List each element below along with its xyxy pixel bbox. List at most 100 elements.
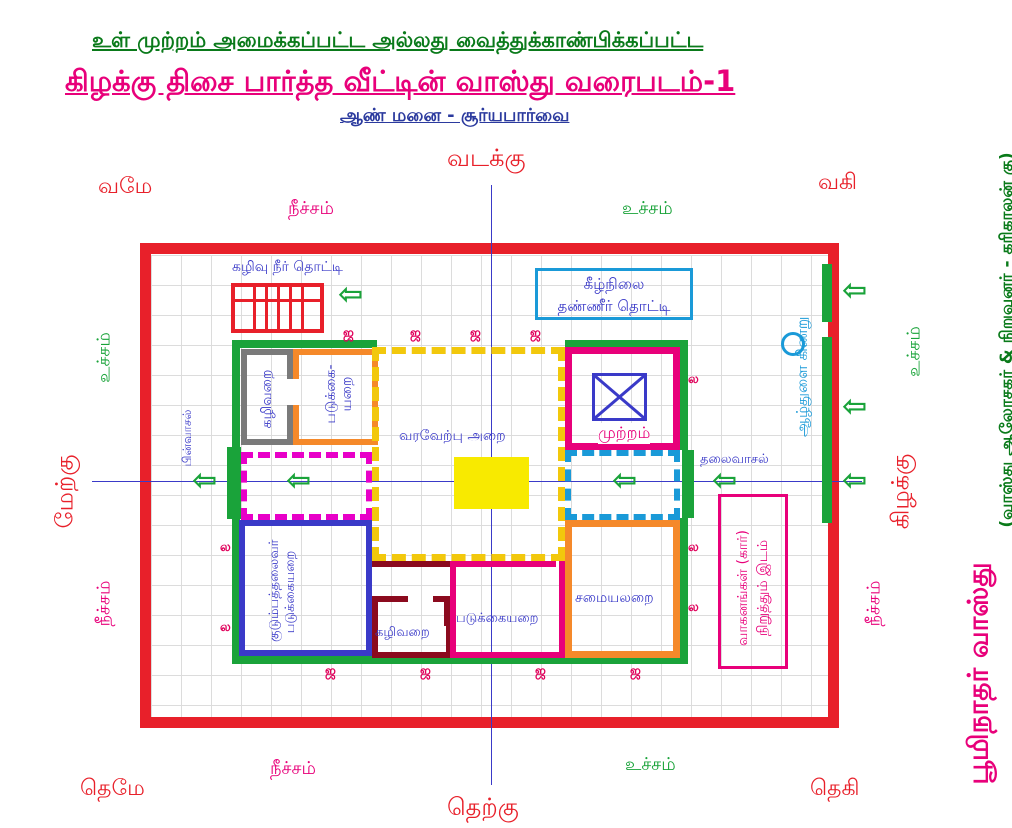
south-corridor-wall2 xyxy=(452,561,556,567)
bedroom-nw-line1: படுக்கை- xyxy=(323,364,339,424)
zone-west-top: உச்சம் xyxy=(93,332,115,383)
bedroom-south xyxy=(450,561,565,658)
zone-north-right: உச்சம் xyxy=(622,198,673,219)
toilet-south-divider xyxy=(444,596,450,626)
master-bedroom-line2: படுக்கையறை xyxy=(283,550,298,634)
west-wall-door xyxy=(227,447,241,519)
mark-ja-s1: ஜ xyxy=(325,664,336,679)
main-door-label: தலைவாசல் xyxy=(700,452,769,467)
courtyard-label: முற்றம் xyxy=(598,423,651,444)
center-square xyxy=(454,457,529,509)
mark-ja-s4: ஜ xyxy=(630,664,641,679)
toilet-nw-wall-bottom xyxy=(287,405,293,445)
master-bedroom-line1: குடும்பத்தலைவர் xyxy=(267,539,282,642)
entry-passage-arrow-icon: ⇦ xyxy=(612,463,638,498)
toilet-south xyxy=(372,596,452,658)
courtyard xyxy=(565,347,680,450)
main-door-arrow-icon: ⇦ xyxy=(712,463,738,498)
mark-la-w1: ல xyxy=(220,540,231,555)
back-door-arrow-icon: ⇦ xyxy=(192,463,218,498)
back-door-label: பின்வாசல் xyxy=(180,409,194,467)
corner-ne: வகி xyxy=(818,170,858,195)
parking-label: வாகனங்கள் (கார்) நிறுத்தும் இடம் xyxy=(733,518,773,658)
mark-ja-n4: ஜ xyxy=(530,326,541,341)
east-inner-wall-top xyxy=(680,340,688,450)
back-passage xyxy=(241,452,372,520)
corner-se: தெகி xyxy=(810,776,860,801)
zone-west-bottom: நீச்சம் xyxy=(93,580,115,627)
brand-vertical: பூமிநாதர் வாஸ்து xyxy=(961,562,995,785)
mark-la-w2: ல xyxy=(220,620,231,635)
toilet-south-top-left xyxy=(375,596,408,602)
borewell-circle-icon xyxy=(781,332,805,356)
mark-ja-n3: ஜ xyxy=(470,326,481,341)
north-wall-left xyxy=(232,340,377,348)
toilet-nw-wall-right xyxy=(287,349,293,379)
mark-ja-s2: ஜ xyxy=(420,664,431,679)
bedroom-nw-wall-left xyxy=(293,349,299,379)
borewell-label: ஆழ்துளை கிணறு xyxy=(793,317,811,437)
toilet-south-label: கழிவறை xyxy=(375,625,430,640)
header-line1: உள் முற்றம் அமைக்கப்பட்ட அல்லது வைத்துக்… xyxy=(92,28,704,52)
south-wall xyxy=(232,656,688,664)
master-bedroom-label: குடும்பத்தலைவர் படுக்கையறை xyxy=(267,539,299,642)
reception-room xyxy=(372,347,565,561)
bedroom-nw-label: படுக்கை- யறை xyxy=(323,359,355,429)
corner-sw: தெமே xyxy=(80,776,145,801)
reception-label: வரவேற்பு அறை xyxy=(399,428,506,444)
west-wall-bottom xyxy=(232,518,240,664)
mark-la-e1: ல xyxy=(688,372,699,387)
underground-tank-line1: கீழ்நிலை xyxy=(583,275,645,293)
parking-line2: நிறுத்தும் இடம் xyxy=(755,539,771,637)
toilet-south-top-right xyxy=(433,596,450,602)
direction-south: தெற்கு xyxy=(447,793,519,821)
toilet-nw-label: கழிவறை xyxy=(259,369,275,429)
direction-west: மேற்கு xyxy=(50,454,79,529)
west-wall-top xyxy=(232,340,240,448)
credit-vertical: (வாஸ்து ஆலோசகர் & நிறுவனர் - கரிகாலன் கு… xyxy=(997,152,1012,528)
east-inner-wall-door xyxy=(682,450,694,518)
zone-east-bottom: நீச்சம் xyxy=(863,580,885,627)
south-corridor-wall xyxy=(372,561,452,567)
mark-la-e3: ல xyxy=(688,600,699,615)
zone-east-top: உச்சம் xyxy=(903,326,925,377)
east-arrow-bottom-icon: ⇦ xyxy=(842,463,868,498)
septic-tank xyxy=(231,283,324,333)
east-opening-wall-top xyxy=(822,264,832,322)
parking-area xyxy=(718,494,788,669)
bedroom-nw-line2: யறை xyxy=(339,376,355,412)
north-wall-right xyxy=(565,340,688,348)
kitchen-label: சமையலறை xyxy=(575,590,654,606)
kitchen xyxy=(565,520,680,658)
master-bedroom xyxy=(239,520,372,656)
mark-ja-s3: ஜ xyxy=(535,664,546,679)
plot-boundary xyxy=(140,243,839,728)
septic-arrow-icon: ⇦ xyxy=(338,277,364,312)
mark-ja-n1: ஜ xyxy=(343,326,354,341)
zone-south-left: நீச்சம் xyxy=(270,758,316,779)
courtyard-opening-icon xyxy=(592,373,647,421)
east-inner-wall-bottom xyxy=(680,518,688,664)
bedroom-south-top xyxy=(450,596,456,626)
borewell-text: ஆழ்துளை கிணறு xyxy=(793,316,811,437)
mark-ja-n2: ஜ xyxy=(410,326,421,341)
zone-north-left: நீச்சம் xyxy=(288,198,334,219)
septic-tank-label: கழிவு நீர் தொட்டி xyxy=(232,259,343,275)
bedroom-south-label: படுக்கையறை xyxy=(456,611,539,626)
mark-la-e2: ல xyxy=(688,540,699,555)
entry-passage xyxy=(565,450,680,520)
corner-nw: வமே xyxy=(98,174,153,199)
direction-north: வடக்கு xyxy=(447,144,526,172)
page-title: கிழக்கு திசை பார்த்த வீட்டின் வாஸ்து வரை… xyxy=(65,64,736,98)
direction-east: கிழக்கு xyxy=(886,453,915,530)
back-passage-arrow-icon: ⇦ xyxy=(286,463,312,498)
east-arrow-mid-icon: ⇦ xyxy=(842,389,868,424)
east-opening-wall-bottom xyxy=(822,337,832,523)
underground-tank-line2: தண்ணீர் தொட்டி xyxy=(557,297,671,315)
underground-tank: கீழ்நிலை தண்ணீர் தொட்டி xyxy=(535,268,693,320)
parking-line1: வாகனங்கள் (கார்) xyxy=(735,529,751,647)
east-arrow-top-icon: ⇦ xyxy=(842,273,868,308)
zone-south-right: உச்சம் xyxy=(625,754,676,775)
toilet-nw xyxy=(241,349,293,445)
header-line3: ஆண் மனை - சூர்யபார்வை xyxy=(340,105,570,126)
